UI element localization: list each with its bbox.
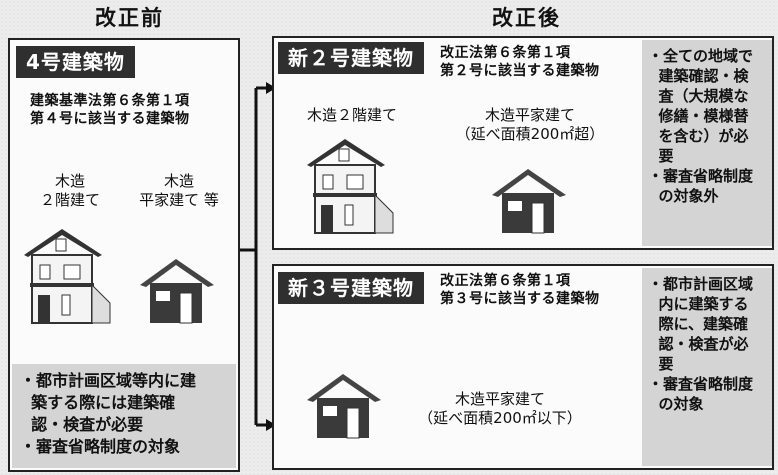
new2-note-2: 建築確認・検 — [648, 67, 749, 85]
before-house2-line2: 平家建て 等 — [139, 191, 219, 209]
new3-law-line1: 改正法第６条第１項 — [440, 273, 571, 289]
before-notes: ・都市計画区域等内に建 築する際には建築確 認・検査が必要 ・審査省略制度の対象 — [12, 364, 236, 468]
new2-note-7: ・審査省略制度 — [648, 167, 754, 185]
before-house1-line2: ２階建て — [39, 191, 100, 209]
new2-house2-label: 木造平家建て （延べ面積200㎡超） — [440, 106, 620, 144]
new2-law-line1: 改正法第６条第１項 — [440, 45, 571, 61]
new2-note-3: 査（大規模な — [648, 87, 749, 105]
new3-note-7: の対象 — [648, 395, 704, 413]
new2-note-8: の対象外 — [648, 187, 719, 205]
new2-note-1: ・全ての地域で — [648, 47, 754, 65]
new2-house2-line1: 木造平家建て — [484, 106, 575, 124]
new2-tag: 新２号建築物 — [278, 42, 424, 74]
new2-note-4: 修繕・模様替 — [648, 107, 749, 125]
before-law-line1: 建築基準法第６条第１項 — [30, 93, 190, 109]
one-storey-house-icon — [140, 259, 214, 324]
new3-law-line2: 第３号に該当する建築物 — [440, 291, 600, 307]
branch-arrow-icon — [240, 82, 276, 431]
before-note-2: 築する際には建築確 — [20, 393, 176, 412]
new3-house-line1: 木造平家建て — [454, 390, 545, 408]
new2-house1-label: 木造２階建て — [306, 106, 397, 124]
new2-notes: ・全ての地域で 建築確認・検 査（大規模な 修繕・模様替 を含む）が必 要 ・審… — [642, 40, 772, 246]
new3-note-3: 際に、建築確 — [648, 315, 748, 333]
new2-note-6: 要 — [648, 147, 674, 165]
new2-law-line2: 第２号に該当する建築物 — [440, 63, 600, 79]
new3-note-5: 要 — [648, 355, 674, 373]
new2-two-storey-house-icon — [307, 139, 394, 234]
after-header: 改正後 — [492, 6, 561, 30]
new3-tag: 新３号建築物 — [278, 272, 424, 304]
new3-note-4: 認・検査が必 — [648, 335, 749, 353]
two-storey-house-icon — [24, 229, 111, 324]
new2-note-5: を含む）が必 — [648, 127, 749, 145]
before-note-3: 認・検査が必要 — [20, 415, 144, 434]
new3-one-storey-house-icon — [307, 374, 381, 439]
new3-notes: ・都市計画区域 内に建築する 際に、建築確 認・検査が必 要 ・審査省略制度 の… — [642, 268, 772, 466]
before-house2-line1: 木造 — [163, 172, 194, 190]
new3-note-1: ・都市計画区域 — [648, 275, 754, 293]
new3-note-6: ・審査省略制度 — [648, 375, 754, 393]
new3-house-label: 木造平家建て （延べ面積200㎡以下） — [400, 390, 600, 428]
new3-house-line2: （延べ面積200㎡以下） — [418, 409, 582, 427]
new2-one-storey-house-icon — [492, 169, 566, 234]
before-house1-line1: 木造 — [54, 172, 85, 190]
before-house1-label: 木造 ２階建て — [30, 172, 110, 210]
before-tag: 4号建築物 — [16, 46, 135, 78]
before-note-1: ・都市計画区域等内に建 — [20, 371, 197, 390]
before-header: 改正前 — [95, 6, 164, 30]
new2-house2-line2: （延べ面積200㎡超） — [455, 125, 605, 143]
before-law-line2: 第４号に該当する建築物 — [30, 111, 190, 127]
before-house2-label: 木造 平家建て 等 — [124, 172, 234, 210]
before-note-4: ・審査省略制度の対象 — [20, 437, 181, 456]
new3-note-2: 内に建築する — [648, 295, 749, 313]
